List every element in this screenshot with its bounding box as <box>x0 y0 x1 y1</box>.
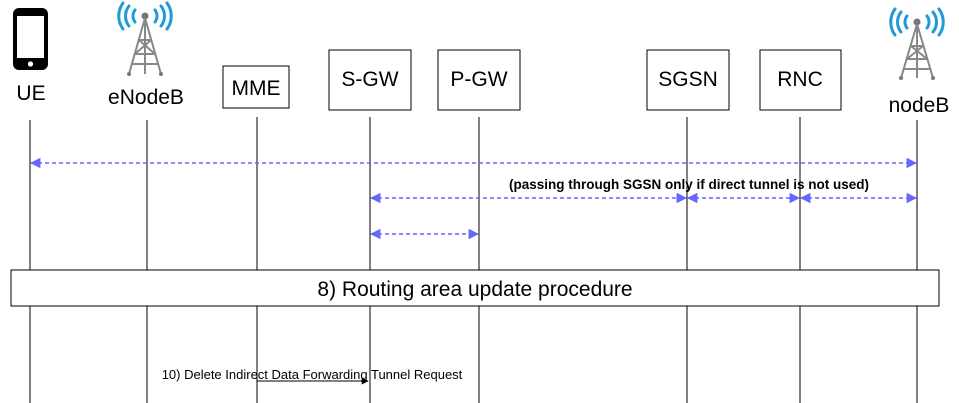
sgw-box: S-GW <box>328 49 412 111</box>
procedure-box: 8) Routing area update procedure <box>10 269 940 307</box>
direct-tunnel-note: (passing through SGSN only if direct tun… <box>509 177 869 192</box>
enodeb-label: eNodeB <box>108 86 184 109</box>
tower-icon <box>889 7 945 80</box>
message-delete-tunnel: 10) Delete Indirect Data Forwarding Tunn… <box>162 367 463 385</box>
rnc-box: RNC <box>759 49 842 111</box>
mme-box: MME <box>222 65 290 109</box>
ue-label: UE <box>16 82 45 105</box>
mme-label: MME <box>232 77 281 100</box>
pgw-box: P-GW <box>437 49 521 111</box>
lifelines <box>29 117 918 403</box>
message-delete-tunnel-label: 10) Delete Indirect Data Forwarding Tunn… <box>162 367 463 382</box>
tower-icon <box>117 1 173 76</box>
sgw-label: S-GW <box>341 68 398 91</box>
phone-icon <box>13 8 48 70</box>
nodeb-label: nodeB <box>889 94 950 117</box>
sgsn-label: SGSN <box>658 68 718 91</box>
procedure-label: 8) Routing area update procedure <box>317 278 632 301</box>
sgsn-box: SGSN <box>646 49 730 111</box>
dashed-arrows <box>29 157 918 240</box>
rnc-label: RNC <box>777 68 823 91</box>
pgw-label: P-GW <box>450 68 507 91</box>
